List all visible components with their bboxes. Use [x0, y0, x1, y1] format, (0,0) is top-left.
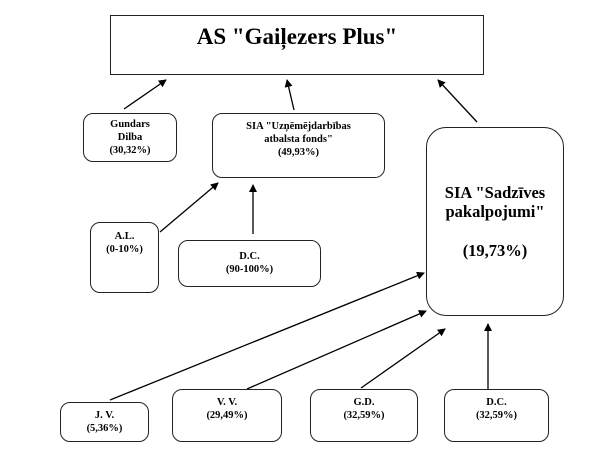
owner-name-line1: SIA "Sadzīves: [444, 183, 546, 202]
owner-box-al: A.L. (0-10%): [90, 222, 159, 293]
owner-box-dc-sadzives: D.C. (32,59%): [444, 389, 549, 442]
owner-share: (5,36%): [86, 423, 123, 434]
owner-share: (32,59%): [475, 410, 518, 421]
arrow-jv-to-sadzives: [109, 271, 425, 401]
owner-name: D.C.: [486, 397, 507, 408]
owner-box-sadzives-pakalpojumi: SIA "Sadzīves pakalpojumi" (19,73%): [426, 127, 564, 316]
owner-name: A.L.: [114, 231, 135, 242]
owner-box-gd: G.D. (32,59%): [310, 389, 418, 442]
owner-name: D.C.: [239, 251, 260, 262]
owner-name-line2: Dilba: [117, 132, 143, 143]
owner-box-uznemejdarbibas-fonds: SIA "Uzņēmējdarbības atbalsta fonds" (49…: [212, 113, 385, 178]
owner-share: (49,93%): [277, 147, 320, 158]
company-title: AS "Gaiļezers Plus": [196, 24, 398, 49]
arrow-fonds-to-top: [284, 79, 295, 111]
owner-name-line2: atbalsta fonds": [264, 134, 333, 145]
owner-box-vv: V. V. (29,49%): [172, 389, 282, 442]
owner-name: V. V.: [216, 397, 238, 408]
owner-share: (29,49%): [206, 410, 248, 421]
owner-share: (90-100%): [225, 264, 274, 275]
owner-name: G.D.: [353, 397, 375, 408]
arrow-al-to-fonds: [159, 182, 219, 233]
owner-name-line1: SIA "Uzņēmējdarbības: [246, 121, 351, 132]
owner-name-line1: Gundars: [110, 119, 150, 130]
owner-box-dc-fonds: D.C. (90-100%): [178, 240, 321, 287]
owner-box-gundars-dilba: Gundars Dilba (30,32%): [83, 113, 177, 162]
company-box-gailezers-plus: AS "Gaiļezers Plus": [110, 15, 484, 75]
owner-name: J. V.: [94, 410, 115, 421]
owner-share: (0-10%): [106, 244, 143, 255]
arrow-sadzives-to-top: [437, 79, 478, 123]
owner-box-jv: J. V. (5,36%): [60, 402, 149, 442]
owner-name-line2: pakalpojumi": [445, 202, 545, 221]
owner-share: (19,73%): [462, 241, 528, 260]
owner-share: (32,59%): [343, 410, 385, 421]
arrow-gd-to-sadzives: [360, 328, 446, 389]
owner-share: (30,32%): [109, 145, 151, 156]
arrow-vv-to-sadzives: [246, 310, 427, 390]
arrow-gundars-to-top: [123, 79, 167, 110]
